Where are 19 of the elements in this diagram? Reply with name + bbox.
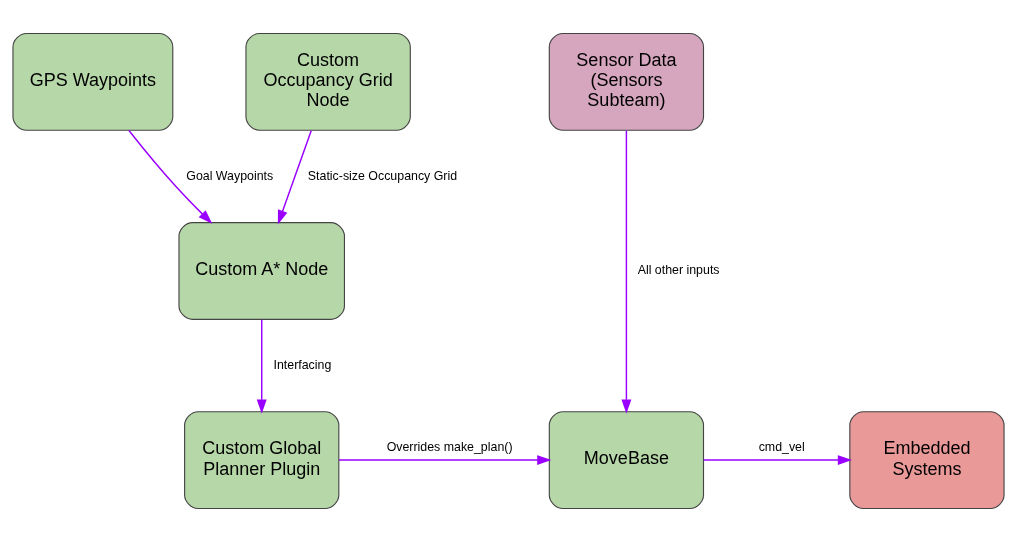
node-box: Custom Global Planner Plugin [184,411,340,510]
node-box: MoveBase [548,411,705,510]
arrow [256,319,267,414]
arrow [128,129,213,224]
arrow [703,455,852,466]
arrow [277,129,312,225]
edge-label: Goal Waypoints [186,168,274,183]
node-box: Embedded Systems [849,411,1005,510]
node-box: GPS Waypoints [12,32,174,131]
edge-label: Overrides make_plan() [386,439,513,454]
arrow [621,129,632,414]
edge-label: All other inputs [637,263,720,278]
edge-label: Interfacing [273,357,332,372]
node-box: Custom A* Node [178,222,345,320]
node-box: Custom Occupancy Grid Node [245,32,411,131]
node-box: Sensor Data (Sensors Subteam) [548,32,705,131]
edge-label: cmd_vel [758,439,805,454]
arrow [338,455,552,466]
edge-label: Static-size Occupancy Grid [307,168,458,183]
